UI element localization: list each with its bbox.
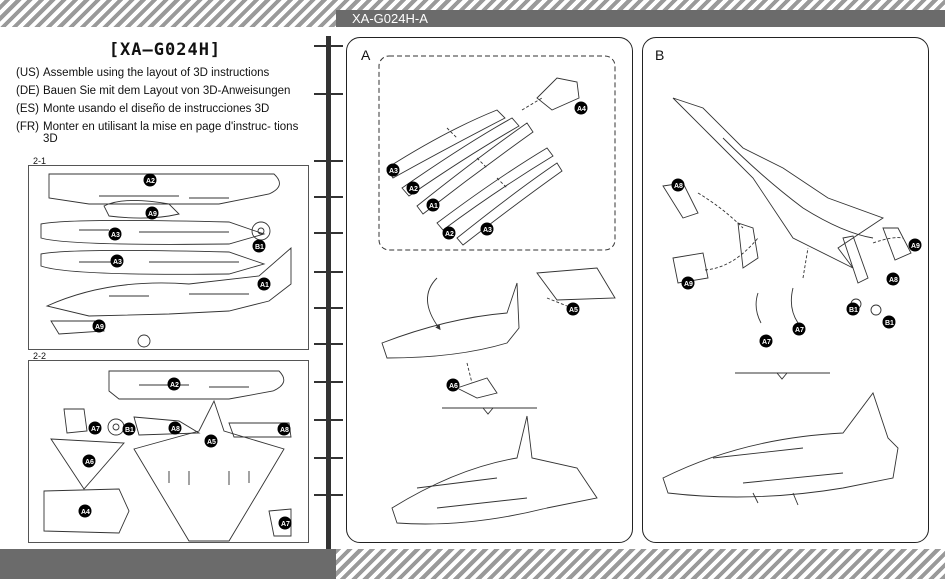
panel-b: B A8 A9 A9 A8 A7 A7 B xyxy=(642,37,929,543)
binder-ring xyxy=(314,491,343,499)
panel-b-label: B xyxy=(655,47,665,63)
svg-text:A8: A8 xyxy=(889,277,898,284)
svg-text:A7: A7 xyxy=(281,521,290,528)
part-a4-outline xyxy=(43,488,130,534)
binder-ring xyxy=(314,268,343,276)
svg-text:A3: A3 xyxy=(113,259,122,266)
binder-ring xyxy=(314,454,343,462)
sheet-label-2-2: 2-2 xyxy=(33,351,47,361)
part-a2-outline xyxy=(48,173,280,205)
part-a7-outline-2 xyxy=(268,508,292,537)
binder-ring xyxy=(314,157,343,165)
part-a9-outline xyxy=(103,199,180,219)
svg-text:A3: A3 xyxy=(483,227,492,234)
part-a3-outline-2 xyxy=(40,249,266,275)
svg-text:A8: A8 xyxy=(280,427,289,434)
svg-text:A7: A7 xyxy=(795,327,804,334)
part-a7-outline xyxy=(63,408,88,434)
part-a6-outline xyxy=(50,438,125,490)
part-a1-outline xyxy=(45,247,292,317)
part-a9-outline-2 xyxy=(50,320,105,335)
binder-ring xyxy=(314,42,343,50)
binder-spine xyxy=(326,36,331,549)
svg-text:B1: B1 xyxy=(255,244,264,251)
header-code: XA-G024H-A xyxy=(352,11,428,26)
footer-stripes xyxy=(336,549,945,579)
svg-text:A2: A2 xyxy=(170,382,179,389)
svg-text:A3: A3 xyxy=(389,168,398,175)
part-b1-ring xyxy=(107,418,125,436)
sheet-2-2-parts: A2 A7 B1 A8 A8 A5 A6 A4 A7 xyxy=(43,370,292,542)
svg-text:A7: A7 xyxy=(91,426,100,433)
footer-bar xyxy=(0,549,336,579)
panel-b-diagram: A8 A9 A9 A8 A7 A7 B1 B1 xyxy=(662,97,922,506)
svg-text:A4: A4 xyxy=(577,106,586,113)
part-a8-outline xyxy=(133,416,201,436)
panel-b-badges: A8 A9 A9 A8 A7 A7 B1 B1 xyxy=(671,178,922,348)
svg-text:B1: B1 xyxy=(849,307,858,314)
part-a5-outline xyxy=(133,399,285,542)
model-title: [XA—G024H] xyxy=(108,40,222,60)
part-a2-outline xyxy=(108,370,285,400)
instruction-es: (ES)Monte usando el diseño de instruccio… xyxy=(16,103,270,115)
svg-text:A8: A8 xyxy=(171,426,180,433)
svg-text:A2: A2 xyxy=(146,178,155,185)
binder-ring xyxy=(314,229,343,237)
svg-text:A3: A3 xyxy=(111,232,120,239)
instruction-us: (US)Assemble using the layout of 3D inst… xyxy=(16,67,270,79)
svg-text:A6: A6 xyxy=(449,383,458,390)
panel-a: A A4 A3 A2 A1 A2 xyxy=(346,37,633,543)
svg-text:A9: A9 xyxy=(684,281,693,288)
svg-text:A9: A9 xyxy=(911,243,920,250)
sheet-2-1-badges: A2 A9 A3 B1 A3 A1 A9 xyxy=(92,173,271,333)
svg-text:A1: A1 xyxy=(429,203,438,210)
sheet-2-2: A2 A7 B1 A8 A8 A5 A6 A4 A7 xyxy=(28,360,309,543)
binder-ring xyxy=(314,340,343,348)
svg-text:A8: A8 xyxy=(674,183,683,190)
svg-text:A7: A7 xyxy=(762,339,771,346)
svg-text:A9: A9 xyxy=(95,324,104,331)
part-a8-outline-2 xyxy=(228,422,292,438)
sheet-2-2-badges: A2 A7 B1 A8 A8 A5 A6 A4 A7 xyxy=(78,377,292,530)
binder-ring xyxy=(314,304,343,312)
panel-a-diagram: A4 A3 A2 A1 A2 A3 A5 A6 xyxy=(378,55,616,525)
instruction-de: (DE)Bauen Sie mit dem Layout von 3D-Anwe… xyxy=(16,85,291,97)
svg-text:A2: A2 xyxy=(409,186,418,193)
svg-text:A1: A1 xyxy=(260,282,269,289)
binder-ring xyxy=(314,416,343,424)
header-code-bar: XA-G024H-A xyxy=(336,10,945,27)
panel-a-label: A xyxy=(361,47,371,63)
svg-text:A2: A2 xyxy=(445,231,454,238)
binder-ring xyxy=(314,378,343,386)
svg-text:A5: A5 xyxy=(207,439,216,446)
svg-text:A6: A6 xyxy=(85,459,94,466)
svg-text:A9: A9 xyxy=(148,211,157,218)
part-a3-outline-1 xyxy=(40,219,266,245)
svg-text:B1: B1 xyxy=(885,320,894,327)
binder-ring xyxy=(314,193,343,201)
binder-ring xyxy=(314,90,343,98)
sheet-label-2-1: 2-1 xyxy=(33,156,47,166)
sheet-2-1: A2 A9 A3 B1 A3 A1 A9 xyxy=(28,165,309,350)
svg-text:A4: A4 xyxy=(81,509,90,516)
svg-text:B1: B1 xyxy=(125,427,134,434)
instruction-fr: (FR)Monter en utilisant la mise en page … xyxy=(16,121,299,145)
sheet-2-1-parts: A2 A9 A3 B1 A3 A1 A9 xyxy=(40,173,292,348)
svg-text:A5: A5 xyxy=(569,307,578,314)
panel-a-badges: A4 A3 A2 A1 A2 A3 A5 A6 xyxy=(386,101,588,392)
